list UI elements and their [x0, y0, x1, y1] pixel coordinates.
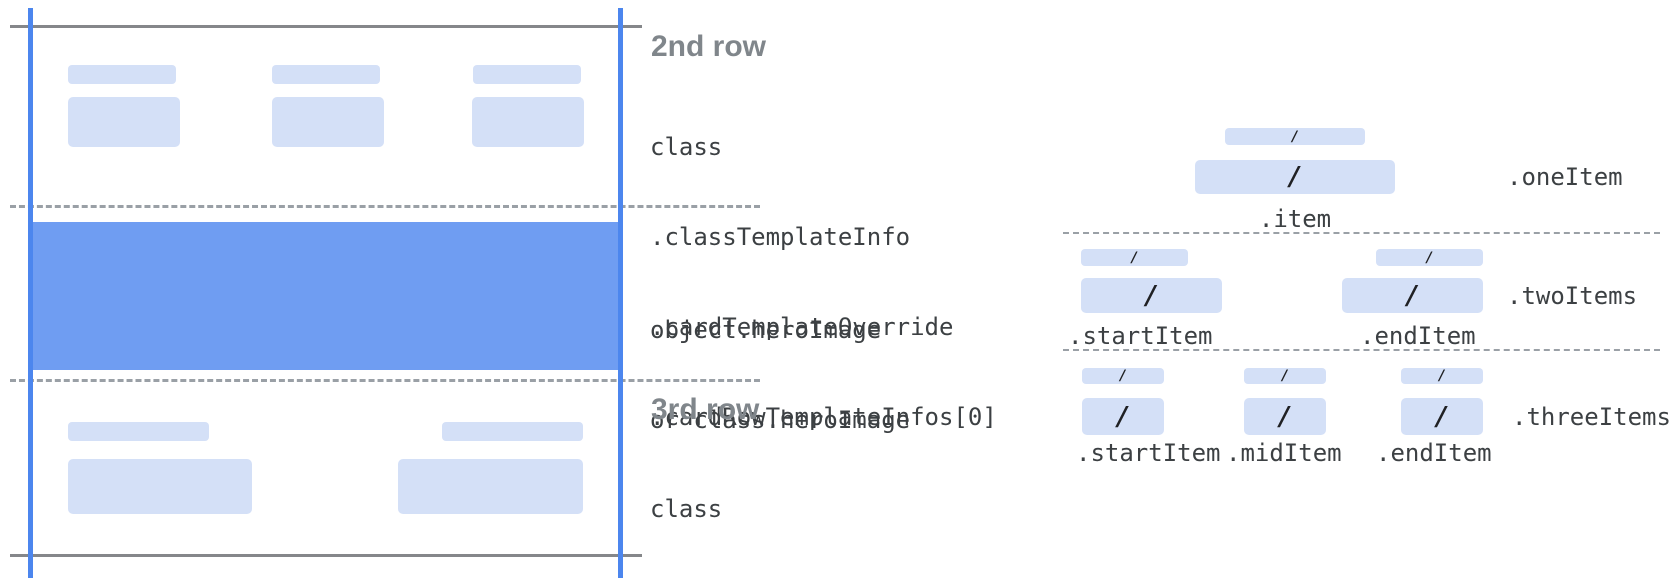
- three-items-mid-value-bar: /: [1244, 398, 1326, 435]
- two-items-start-item-label: .startItem: [1068, 322, 1213, 350]
- card-left-edge-guide: [28, 8, 33, 578]
- slash-placeholder: /: [1115, 401, 1131, 432]
- row2-col2-label-bar: [272, 65, 380, 84]
- row3-col1-value-bar: [68, 459, 252, 514]
- row-divider-dashed-top: [10, 205, 760, 208]
- card-right-edge-guide: [618, 8, 623, 578]
- row3-heading: 3rd row: [651, 393, 760, 426]
- row2-col1-label-bar: [68, 65, 176, 84]
- three-items-start-item-label: .startItem: [1076, 439, 1221, 467]
- two-items-end-label-bar: /: [1376, 249, 1483, 266]
- one-item-item-label: .item: [1258, 205, 1332, 233]
- row2-col3-label-bar: [473, 65, 581, 84]
- row2-code-line: .cardTemplateOverride: [650, 313, 954, 341]
- hero-code-line: or class.heroImage: [650, 406, 911, 434]
- row2-code-line: .classTemplateInfo: [650, 223, 911, 251]
- row-divider-dashed-bottom: [10, 379, 760, 382]
- two-items-start-label-bar: /: [1081, 249, 1188, 266]
- two-items-end-item-label: .endItem: [1360, 322, 1476, 350]
- row2-heading: 2nd row: [651, 30, 767, 63]
- row2-code-line: class: [650, 133, 723, 161]
- slash-placeholder: /: [1277, 401, 1293, 432]
- row3-code-path: class .classTemplateInfo .cardTemplateOv…: [650, 434, 997, 584]
- three-items-mid-item-label: .midItem: [1226, 439, 1342, 467]
- three-items-start-value-bar: /: [1082, 398, 1164, 435]
- two-items-start-value-bar: /: [1081, 278, 1222, 313]
- item-variant-divider: [1063, 349, 1660, 351]
- three-items-end-label-bar: /: [1401, 368, 1483, 384]
- hero-code-line: object.heroImage: [650, 316, 882, 344]
- card-bottom-rule: [10, 554, 642, 557]
- row3-col2-value-bar: [398, 459, 583, 514]
- card-top-rule: [10, 25, 642, 28]
- row3-code-line: class: [650, 495, 723, 523]
- row2-col2-value-bar: [272, 97, 384, 147]
- slash-placeholder: /: [1425, 249, 1434, 266]
- slash-placeholder: /: [1280, 368, 1290, 384]
- three-items-end-item-label: .endItem: [1376, 439, 1492, 467]
- slash-placeholder: /: [1404, 280, 1421, 311]
- two-items-row-label: .twoItems: [1507, 282, 1638, 310]
- row2-col3-value-bar: [472, 97, 584, 147]
- slash-placeholder: /: [1434, 401, 1450, 432]
- row2-code-path: class .classTemplateInfo .cardTemplateOv…: [650, 72, 997, 492]
- one-item-row-label: .oneItem: [1507, 163, 1623, 191]
- row3-col1-label-bar: [68, 422, 209, 441]
- hero-image-band: [33, 222, 618, 370]
- two-items-end-value-bar: /: [1342, 278, 1483, 313]
- slash-placeholder: /: [1143, 280, 1160, 311]
- slash-placeholder: /: [1437, 368, 1447, 384]
- item-variant-divider: [1063, 232, 1660, 234]
- one-item-label-bar: /: [1225, 128, 1365, 145]
- three-items-end-value-bar: /: [1401, 398, 1483, 435]
- three-items-start-label-bar: /: [1082, 368, 1164, 384]
- slash-placeholder: /: [1287, 162, 1303, 192]
- row2-code-line: .cardRowTemplateInfos[0]: [650, 403, 997, 431]
- row2-col1-value-bar: [68, 97, 180, 147]
- slash-placeholder: /: [1118, 368, 1128, 384]
- three-items-mid-label-bar: /: [1244, 368, 1326, 384]
- slash-placeholder: /: [1290, 128, 1300, 145]
- slash-placeholder: /: [1130, 249, 1139, 266]
- hero-code-path: object.heroImage or class.heroImage: [650, 255, 910, 495]
- one-item-value-bar: /: [1195, 160, 1395, 194]
- row3-col2-label-bar: [442, 422, 583, 441]
- three-items-row-label: .threeItems: [1512, 403, 1671, 431]
